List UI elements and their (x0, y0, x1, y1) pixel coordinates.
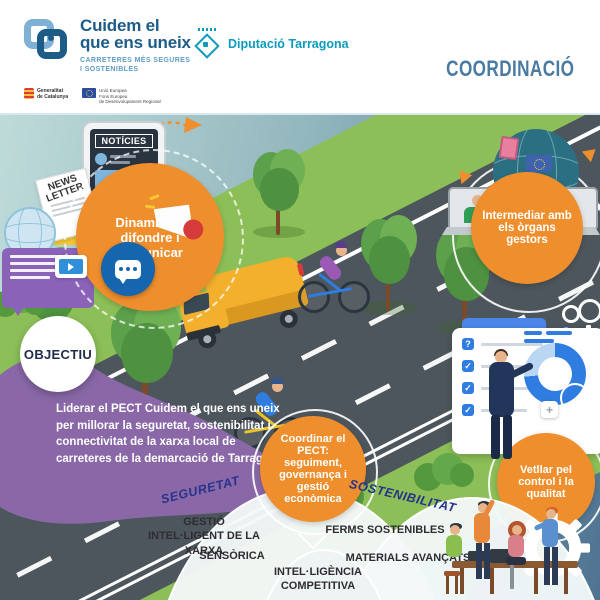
video-play-icon (55, 255, 87, 278)
tree-icon (248, 149, 310, 239)
text-dash (524, 331, 542, 335)
plus-icon: + (541, 401, 558, 418)
small-circle-decoration (560, 383, 590, 413)
objective-text: Liderar el PECT Cuidem el que ens uneix … (56, 403, 284, 466)
brand-logo-icon (24, 17, 70, 63)
paper-plane-path-icon (130, 117, 202, 152)
eu-text-1: Unió Europea (99, 88, 127, 93)
diputacio-diamond-icon (194, 28, 220, 60)
eu-text-3: de Desenvolupament Regional (99, 99, 161, 105)
text-dash (524, 339, 554, 343)
eu-logo: Unió Europea Fons Europeu de Desenvolupa… (82, 88, 161, 105)
generalitat-logo: Generalitat de Catalunya (24, 88, 68, 101)
logo-dot (56, 31, 61, 36)
partner-logos: Generalitat de Catalunya Unió Europea Fo… (24, 88, 161, 105)
eu-text-2: Fons Europeu (99, 93, 128, 99)
brand-title-line2: que ens uneix (80, 33, 191, 53)
diputacio-label: Diputació Tarragona (228, 37, 349, 51)
objective-badge: OBJECTIU (20, 316, 96, 392)
venn-item-sustainable-pavements: FERMS SOSTENIBLES (325, 524, 445, 536)
person-suit-icon (482, 349, 535, 469)
dashed-ring-decoration (64, 149, 244, 329)
eu-flag-icon (526, 155, 552, 172)
brand-logo: Cuidem el que ens uneix CARRETERES MÉS S… (24, 17, 191, 75)
megaphone-icon (142, 189, 210, 257)
tree-icon (356, 215, 422, 315)
brand-subtitle-line1: CARRETERES MÉS SEGURES (80, 56, 191, 64)
header: Cuidem el que ens uneix CARRETERES MÉS S… (0, 0, 600, 113)
venn-item-competitive-intel: INTEL·LIGÈNCIA COMPETITIVA (274, 566, 362, 593)
chat-bubble-icon (101, 242, 155, 296)
bush-icon (414, 453, 474, 491)
meeting-team-icon (438, 493, 600, 600)
paper-plane-icon (581, 143, 600, 163)
generalitat-flag-icon (24, 88, 34, 99)
eu-flag-icon (82, 88, 97, 98)
diputacio-logo: Diputació Tarragona (194, 28, 349, 60)
page-title: COORDINACIÓ (445, 56, 574, 81)
objective-blob-shape (0, 355, 293, 524)
venn-item-smart-network: GESTIÓ INTEL·LIGENT DE LA XARXA (148, 516, 260, 557)
logo-square-dark (37, 29, 67, 59)
cyclist-icon (296, 237, 370, 313)
bubble-coordinate: Coordinar el PECT: seguiment, governança… (260, 416, 366, 522)
text-dash (546, 331, 572, 335)
venn-item-advanced-materials: MATERIALS AVANÇATS (345, 552, 471, 564)
brand-subtitle-line2: I SOSTENIBLES (80, 66, 139, 74)
logo-dot (48, 35, 54, 41)
brand-text: Cuidem el que ens uneix CARRETERES MÉS S… (80, 17, 191, 75)
question-box-icon: ? (462, 338, 474, 350)
illustration-canvas: OBJECTIU Liderar el PECT Cuidem el que e… (0, 113, 600, 600)
paper-plane-icon (453, 165, 473, 185)
generalitat-text-2: de Catalunya (37, 94, 69, 101)
ring-decoration (252, 409, 378, 535)
check-box-icon: ✓ (462, 382, 474, 394)
bubble-intermediate: Intermediar amb els òrgans gestors (471, 172, 583, 284)
phone-news-title: NOTÍCIES (95, 134, 153, 148)
check-box-icon: ✓ (462, 360, 474, 372)
pink-card-icon (498, 135, 520, 161)
check-box-icon: ✓ (462, 404, 474, 416)
brand-title-line1: Cuidem el (80, 16, 160, 35)
venn-item-sensors: SENSÒRICA (199, 550, 265, 562)
generalitat-text-1: Generalitat (37, 88, 64, 94)
